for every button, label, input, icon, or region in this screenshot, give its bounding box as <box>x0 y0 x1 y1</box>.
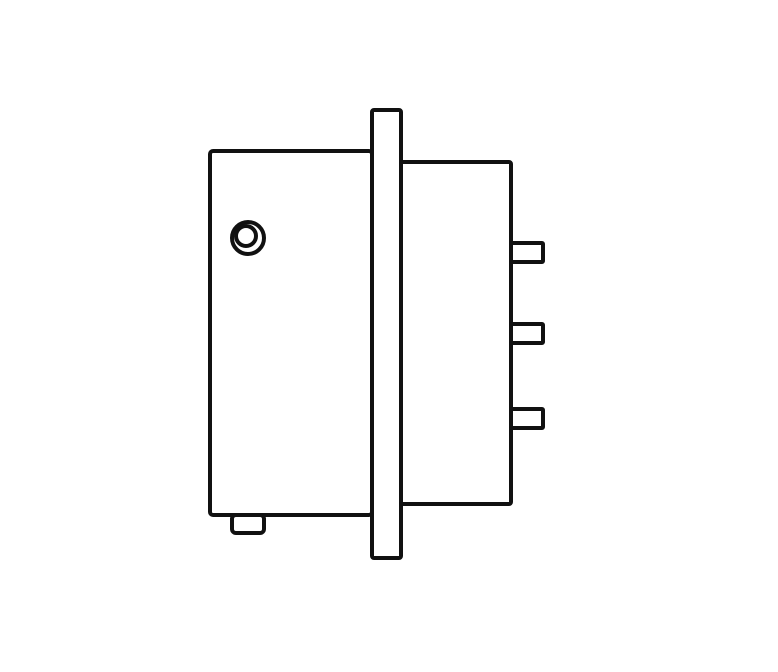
pin-middle <box>509 322 545 345</box>
mounting-flange <box>370 108 403 560</box>
pin-top <box>509 241 545 264</box>
screw-inner-icon <box>234 224 258 248</box>
pin-bottom <box>509 407 545 430</box>
right-housing <box>399 160 513 506</box>
left-housing <box>208 149 374 517</box>
bottom-foot <box>230 513 266 535</box>
